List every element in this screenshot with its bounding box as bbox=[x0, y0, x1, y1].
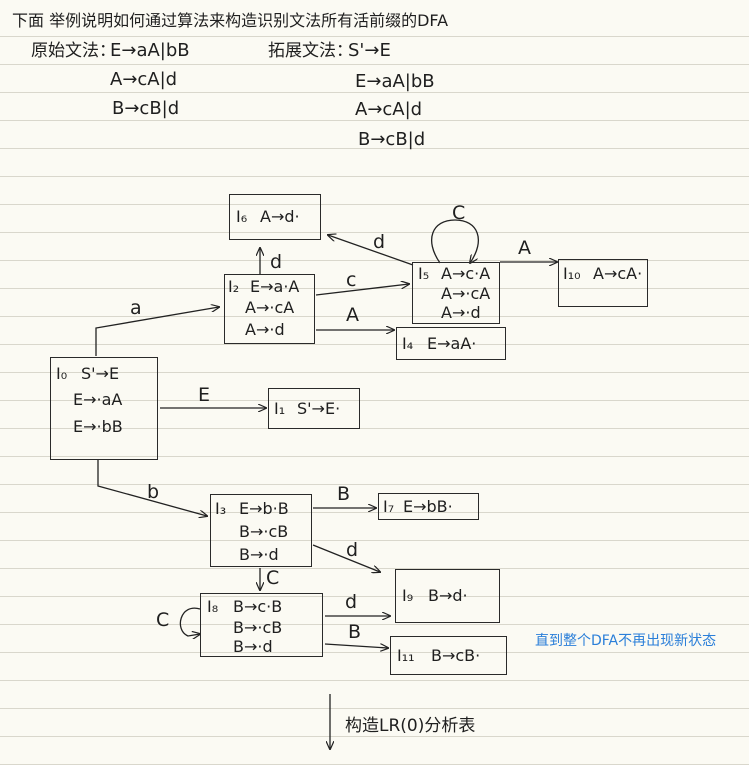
edge-label-a: a bbox=[130, 297, 142, 319]
edge-I0-I3 bbox=[97, 460, 207, 516]
state-I8-item-3: B→·d bbox=[233, 637, 273, 656]
state-I7-item-1: E→bB· bbox=[403, 497, 453, 516]
state-I5-name: I₅ bbox=[418, 264, 430, 283]
state-I6-item-1: A→d· bbox=[260, 207, 300, 226]
state-I10-item-1: A→cA· bbox=[593, 264, 643, 283]
edge-label-d-I2: d bbox=[270, 251, 283, 273]
state-I3-item-2: B→·cB bbox=[239, 522, 289, 541]
edge-I2-I5 bbox=[315, 284, 409, 296]
state-I2-item-3: A→·d bbox=[245, 320, 285, 339]
edge-label-A-I2: A bbox=[346, 304, 359, 326]
edge-label-d-I3: d bbox=[346, 539, 359, 561]
extended-rule-3: A→cA|d bbox=[355, 99, 423, 120]
state-I9-name: I₉ bbox=[402, 586, 414, 605]
state-I2-item-1: E→a·A bbox=[250, 277, 300, 296]
state-I9-item-1: B→d· bbox=[428, 586, 468, 605]
state-I9: I₉ B→d· bbox=[395, 569, 500, 623]
state-I3-name: I₃ bbox=[215, 499, 227, 518]
state-I5: I₅ A→c·A A→·cA A→·d bbox=[412, 262, 500, 324]
loop-I5 bbox=[431, 219, 479, 263]
edge-I8-I11 bbox=[324, 643, 388, 648]
edge-label-A-I5: A bbox=[518, 237, 531, 259]
extended-rule-4: B→cB|d bbox=[358, 129, 426, 150]
original-rule-2: A→cA|d bbox=[110, 69, 178, 90]
edge-I3-I9 bbox=[312, 544, 380, 572]
state-I0-item-3: E→·bB bbox=[73, 417, 123, 436]
state-I0-item-1: S'→E bbox=[81, 364, 120, 383]
state-I4-name: I₄ bbox=[402, 334, 414, 353]
edge-label-C-I5: C bbox=[452, 202, 466, 224]
state-I11-item-1: B→cB· bbox=[431, 646, 481, 665]
edge-label-d-I5: d bbox=[373, 231, 386, 253]
original-grammar-label: 原始文法： bbox=[31, 41, 116, 61]
state-I6: I₆ A→d· bbox=[229, 194, 321, 240]
state-I3: I₃ E→b·B B→·cB B→·d bbox=[210, 494, 312, 567]
state-I8: I₈ B→c·B B→·cB B→·d bbox=[200, 593, 323, 657]
footer-step: 构造LR(0)分析表 bbox=[345, 716, 476, 736]
state-I1: I₁ S'→E· bbox=[268, 388, 360, 429]
state-I7-name: I₇ bbox=[383, 497, 395, 516]
state-I5-item-2: A→·cA bbox=[441, 284, 491, 303]
edge-label-B-I3: B bbox=[337, 483, 351, 505]
page-title: 下面 举例说明如何通过算法来构造识别文法所有活前缀的DFA bbox=[12, 11, 449, 30]
state-I5-item-3: A→·d bbox=[441, 303, 481, 322]
original-rule-1: E→aA|bB bbox=[110, 40, 190, 61]
state-I4-item-1: E→aA· bbox=[427, 334, 477, 353]
loop-I8 bbox=[179, 607, 200, 636]
edge-I0-I2 bbox=[95, 307, 219, 356]
state-I2: I₂ E→a·A A→·cA A→·d bbox=[224, 274, 315, 344]
state-I8-name: I₈ bbox=[207, 597, 219, 616]
state-I7: I₇ E→bB· bbox=[378, 493, 479, 520]
state-I11-name: I₁₁ bbox=[397, 646, 415, 665]
state-I6-name: I₆ bbox=[236, 207, 248, 226]
edge-label-C-I3: C bbox=[266, 567, 280, 589]
state-I10: I₁₀ A→cA· bbox=[558, 259, 648, 307]
state-I8-item-1: B→c·B bbox=[233, 597, 283, 616]
edge-label-B-I8: B bbox=[348, 621, 362, 643]
state-I3-item-3: B→·d bbox=[239, 545, 279, 564]
completion-note: 直到整个DFA不再出现新状态 bbox=[535, 633, 717, 649]
state-I0-item-2: E→·aA bbox=[73, 390, 123, 409]
state-I2-name: I₂ bbox=[228, 277, 240, 296]
extended-grammar-label: 拓展文法： bbox=[268, 41, 353, 61]
state-I3-item-1: E→b·B bbox=[239, 499, 289, 518]
state-I4: I₄ E→aA· bbox=[396, 327, 506, 360]
state-I1-item-1: S'→E· bbox=[297, 399, 341, 418]
edge-label-c-I2: c bbox=[346, 269, 357, 291]
edge-label-E: E bbox=[198, 384, 211, 406]
state-I10-name: I₁₀ bbox=[563, 264, 581, 283]
edge-label-b: b bbox=[147, 481, 160, 503]
state-I0: I₀ S'→E E→·aA E→·bB bbox=[50, 357, 158, 460]
edge-label-d-I8: d bbox=[345, 591, 358, 613]
state-I2-item-2: A→·cA bbox=[245, 298, 295, 317]
state-I5-item-1: A→c·A bbox=[441, 264, 491, 283]
edge-I5-I6 bbox=[328, 235, 414, 266]
edge-label-C-I8: C bbox=[156, 609, 170, 631]
state-I1-name: I₁ bbox=[274, 399, 286, 418]
extended-rule-2: E→aA|bB bbox=[355, 71, 435, 92]
state-I8-item-2: B→·cB bbox=[233, 618, 283, 637]
state-I11: I₁₁ B→cB· bbox=[390, 636, 507, 675]
original-rule-3: B→cB|d bbox=[112, 98, 180, 119]
state-I0-name: I₀ bbox=[56, 364, 68, 383]
extended-rule-1: S'→E bbox=[348, 40, 391, 61]
